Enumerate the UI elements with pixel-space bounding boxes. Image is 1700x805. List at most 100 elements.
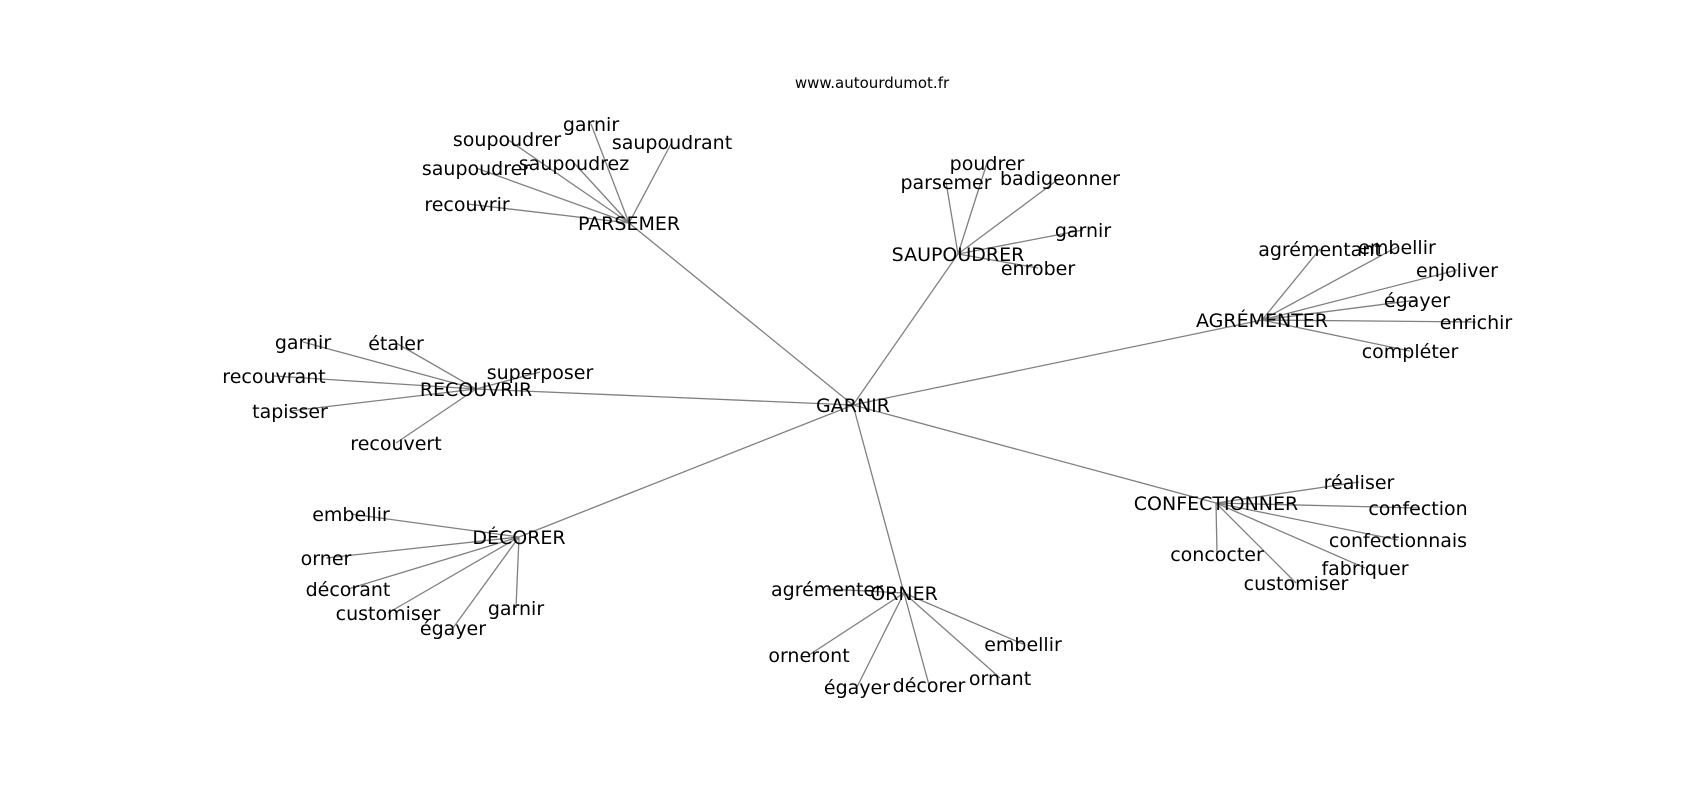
leaf-node-label: agrémenter: [771, 579, 883, 601]
edge-root-hub: [628, 222, 854, 406]
leaf-node-label: orneront: [768, 645, 849, 667]
leaf-node-label: égayer: [824, 677, 890, 699]
edge-hub-leaf: [1215, 502, 1218, 555]
leaf-node-label: fabriquer: [1321, 558, 1408, 580]
edge-hub-leaf: [1215, 502, 1419, 509]
edge-hub-leaf: [325, 536, 520, 559]
leaf-node-label: soupoudrer: [453, 129, 561, 151]
hub-node-label: PARSEMER: [578, 213, 680, 235]
hub-node-label: SAUPOUDRER: [892, 244, 1025, 266]
leaf-node-label: concocter: [1170, 544, 1264, 566]
edge-hub-leaf: [1261, 319, 1477, 323]
edge-hub-leaf: [1215, 502, 1366, 569]
edge-hub-leaf: [903, 592, 1001, 679]
edge-hub-leaf: [903, 592, 1024, 645]
edge-hub-leaf: [628, 141, 673, 224]
edge-root-hub: [518, 404, 854, 538]
edge-root-hub: [852, 404, 905, 594]
leaf-node-label: superposer: [487, 362, 594, 384]
leaf-node-label: décorant: [306, 579, 391, 601]
hub-node-label: DÉCORER: [472, 526, 565, 549]
edge-hub-leaf: [347, 536, 520, 590]
leaf-node-label: embellir: [984, 634, 1062, 656]
leaf-node-label: poudrer: [950, 153, 1025, 175]
leaf-node-label: tapisser: [252, 401, 328, 423]
leaf-node-label: parsemer: [900, 172, 991, 194]
edge-hub-leaf: [1261, 299, 1418, 321]
edge-hub-leaf: [903, 592, 930, 686]
leaf-node-label: enrichir: [1440, 312, 1513, 334]
edge-hub-leaf: [506, 138, 630, 224]
site-label: www.autourdumot.fr: [795, 74, 950, 92]
edge-hub-leaf: [452, 536, 520, 629]
edge-root-hub: [852, 404, 1217, 504]
edge-hub-leaf: [387, 536, 520, 614]
labels-layer: www.autourdumot.fr GARNIRPARSEMERgarnirs…: [222, 74, 1512, 699]
edge-hub-leaf: [957, 229, 1084, 255]
leaf-node-label: garnir: [275, 332, 332, 354]
hub-node-label: RECOUVRIR: [420, 379, 532, 401]
edge-hub-leaf: [273, 375, 477, 390]
leaf-node-label: égayer: [1384, 290, 1450, 312]
edge-hub-leaf: [957, 177, 1061, 255]
leaf-node-label: recouvert: [350, 433, 441, 455]
edge-hub-leaf: [466, 203, 630, 224]
leaf-node-label: orner: [301, 548, 352, 570]
edge-hub-leaf: [1261, 269, 1458, 321]
hub-node-label: AGRÉMENTER: [1196, 309, 1328, 332]
leaf-node-label: compléter: [1362, 341, 1459, 363]
leaf-node-label: customiser: [1244, 573, 1349, 595]
edge-root-hub: [852, 253, 959, 406]
edge-hub-leaf: [1215, 502, 1297, 584]
hub-node-label: ORNER: [870, 583, 938, 605]
edge-hub-leaf: [808, 592, 905, 656]
edge-root-hub: [852, 319, 1263, 406]
edge-hub-leaf: [573, 162, 630, 224]
leaf-node-label: saupoudrant: [612, 132, 732, 154]
edge-hub-leaf: [475, 371, 541, 390]
leaf-node-label: enjoliver: [1416, 260, 1498, 282]
edge-hub-leaf: [515, 536, 520, 609]
edge-hub-leaf: [1215, 481, 1360, 504]
edge-hub-leaf: [302, 341, 477, 390]
edge-root-hub: [475, 388, 854, 406]
edges-layer: [273, 123, 1477, 688]
edge-hub-leaf: [957, 162, 988, 255]
leaf-node-label: étaler: [368, 333, 424, 355]
edge-hub-leaf: [1215, 502, 1399, 541]
leaf-node-label: agrémentant: [1258, 239, 1382, 261]
leaf-node-label: réaliser: [1324, 472, 1395, 494]
edge-hub-leaf: [957, 253, 1039, 269]
leaf-node-label: confection: [1368, 498, 1467, 520]
edge-hub-leaf: [945, 181, 959, 255]
leaf-node-label: saupoudrez: [519, 153, 629, 175]
leaf-node-label: garnir: [563, 114, 620, 136]
leaf-node-label: ornant: [969, 668, 1031, 690]
leaf-node-label: recouvrant: [222, 366, 325, 388]
edge-hub-leaf: [1261, 246, 1398, 321]
edge-hub-leaf: [395, 342, 477, 390]
leaf-node-label: confectionnais: [1329, 530, 1467, 552]
root-node-label: GARNIR: [816, 395, 890, 417]
edge-hub-leaf: [289, 388, 477, 412]
edge-hub-leaf: [1261, 319, 1411, 352]
edge-hub-leaf: [590, 123, 630, 224]
leaf-node-label: embellir: [1358, 237, 1436, 259]
leaf-node-label: décorer: [893, 675, 966, 697]
leaf-node-label: recouvrir: [424, 194, 510, 216]
leaf-node-label: garnir: [488, 598, 545, 620]
leaf-node-label: badigeonner: [1000, 168, 1120, 190]
leaf-node-label: enrober: [1001, 258, 1076, 280]
leaf-node-label: égayer: [420, 618, 486, 640]
edge-hub-leaf: [856, 592, 905, 688]
leaf-node-label: customiser: [336, 603, 441, 625]
edge-hub-leaf: [826, 588, 905, 594]
leaf-node-label: saupoudrer: [422, 158, 530, 180]
leaf-node-label: garnir: [1055, 220, 1112, 242]
leaf-node-label: embellir: [312, 504, 390, 526]
edge-hub-leaf: [350, 513, 520, 538]
edge-hub-leaf: [475, 167, 630, 224]
edge-hub-leaf: [1261, 248, 1321, 321]
